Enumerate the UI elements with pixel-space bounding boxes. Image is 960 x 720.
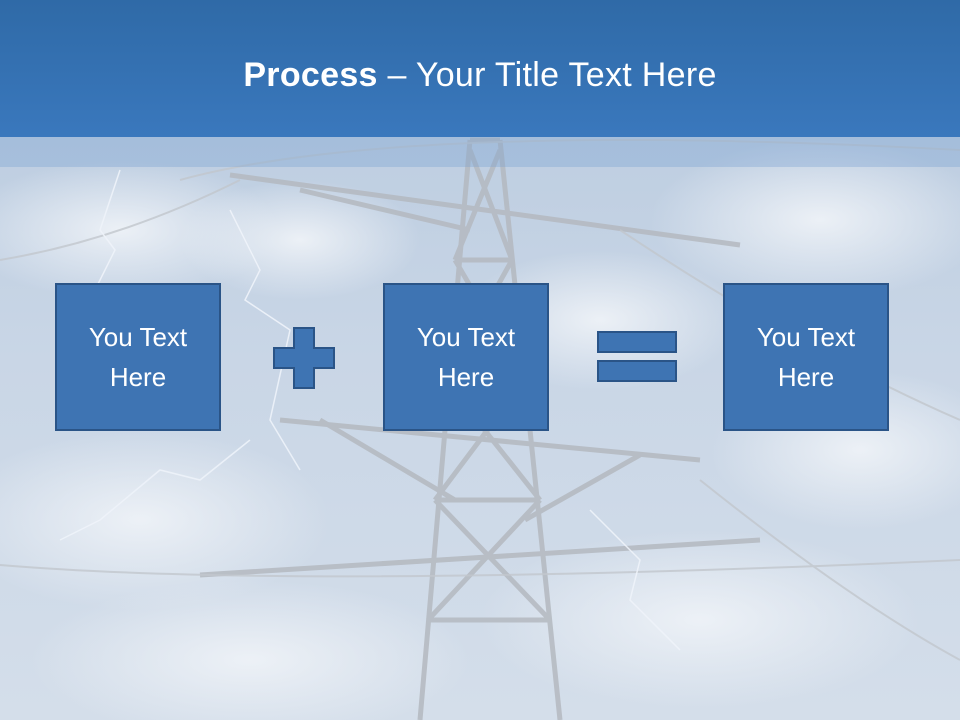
- slide-title-rest: – Your Title Text Here: [377, 56, 717, 94]
- slide-title: Process – Your Title Text Here: [0, 54, 960, 96]
- title-bar: [0, 0, 960, 137]
- process-box-1[interactable]: You Text Here: [55, 283, 221, 431]
- process-box-2-label: You Text Here: [416, 322, 516, 392]
- slide-title-bold: Process: [243, 56, 378, 94]
- equals-icon: [597, 331, 677, 382]
- process-box-3[interactable]: You Text Here: [723, 283, 889, 431]
- title-bar-strip: [0, 137, 960, 167]
- plus-icon: [273, 327, 335, 389]
- process-box-3-label: You Text Here: [756, 322, 856, 392]
- process-box-1-label: You Text Here: [88, 322, 188, 392]
- process-box-2[interactable]: You Text Here: [383, 283, 549, 431]
